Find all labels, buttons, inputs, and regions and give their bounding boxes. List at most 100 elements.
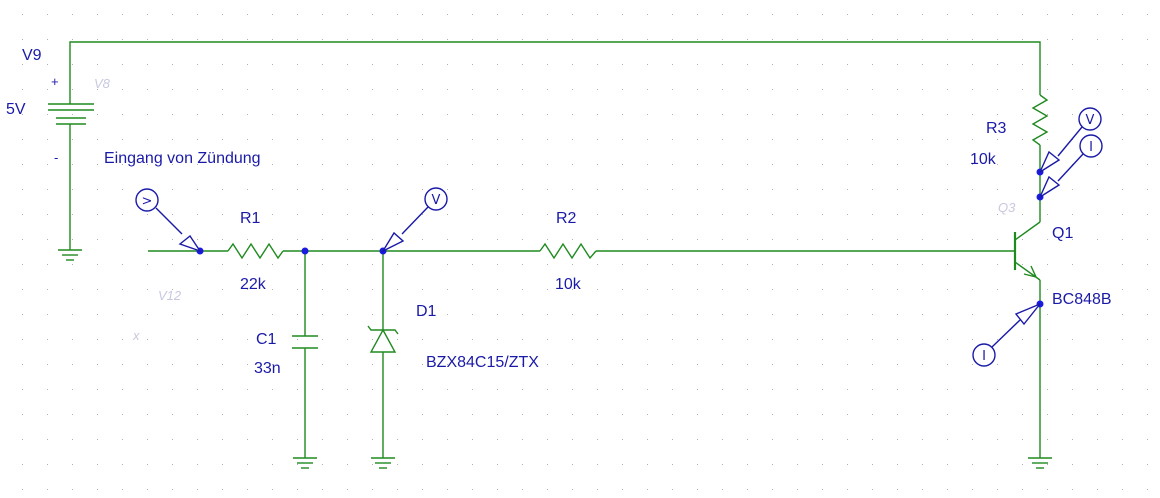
- grid-dot: [397, 289, 398, 290]
- grid-dot: [497, 214, 498, 215]
- grid-dot: [322, 14, 323, 15]
- grid-dot: [847, 489, 848, 490]
- grid-dot: [622, 439, 623, 440]
- grid-dot: [547, 214, 548, 215]
- grid-dot: [222, 389, 223, 390]
- grid-dot: [122, 14, 123, 15]
- resistor-r1[interactable]: [227, 242, 284, 260]
- grid-dot: [872, 389, 873, 390]
- resistor-r3[interactable]: [1031, 94, 1049, 146]
- grid-dot: [722, 164, 723, 165]
- transistor-q1[interactable]: [1013, 221, 1041, 281]
- grid-dot: [647, 39, 648, 40]
- grid-dot: [1122, 489, 1123, 490]
- grid-dot: [947, 364, 948, 365]
- grid-dot: [922, 114, 923, 115]
- grid-dot: [1072, 114, 1073, 115]
- grid-dot: [422, 439, 423, 440]
- grid-dot: [72, 489, 73, 490]
- grid-dot: [1047, 264, 1048, 265]
- grid-dot: [747, 289, 748, 290]
- battery-v9[interactable]: [48, 77, 94, 130]
- grid-dot: [22, 89, 23, 90]
- grid-dot: [872, 114, 873, 115]
- grid-dot: [997, 439, 998, 440]
- c1-value: 33n: [254, 360, 281, 377]
- grid-dot: [72, 314, 73, 315]
- grid-dot: [447, 164, 448, 165]
- grid-dot: [872, 264, 873, 265]
- voltage-probe[interactable]: V: [1038, 107, 1102, 174]
- grid-dot: [372, 489, 373, 490]
- grid-dot: [822, 264, 823, 265]
- grid-dot: [372, 64, 373, 65]
- grid-dot: [897, 264, 898, 265]
- grid-dot: [1122, 64, 1123, 65]
- grid-dots: [22, 14, 1148, 490]
- grid-dot: [922, 14, 923, 15]
- grid-dot: [947, 139, 948, 140]
- grid-dot: [197, 139, 198, 140]
- grid-dot: [122, 64, 123, 65]
- grid-dot: [672, 14, 673, 15]
- grid-dot: [747, 114, 748, 115]
- grid-dot: [1097, 89, 1098, 90]
- grid-dot: [422, 289, 423, 290]
- grid-dot: [697, 289, 698, 290]
- grid-dot: [222, 414, 223, 415]
- grid-dot: [1047, 464, 1048, 465]
- grid-dot: [247, 289, 248, 290]
- grid-dot: [47, 314, 48, 315]
- resistor-r2[interactable]: [539, 242, 597, 260]
- grid-dot: [772, 64, 773, 65]
- grid-dot: [597, 14, 598, 15]
- grid-dot: [22, 264, 23, 265]
- grid-dot: [147, 114, 148, 115]
- grid-dot: [772, 164, 773, 165]
- grid-dot: [97, 389, 98, 390]
- grid-dot: [272, 114, 273, 115]
- grid-dot: [822, 139, 823, 140]
- voltage-probe[interactable]: V: [381, 187, 448, 253]
- grid-dot: [1147, 64, 1148, 65]
- grid-dot: [222, 364, 223, 365]
- current-probe[interactable]: I: [1038, 134, 1103, 199]
- grid-dot: [522, 314, 523, 315]
- grid-dot: [1122, 289, 1123, 290]
- grid-dot: [397, 439, 398, 440]
- grid-dot: [847, 214, 848, 215]
- grid-dot: [322, 114, 323, 115]
- grid-dot: [422, 264, 423, 265]
- grid-dot: [47, 264, 48, 265]
- grid-dot: [97, 14, 98, 15]
- grid-dot: [197, 289, 198, 290]
- grid-dot: [597, 339, 598, 340]
- grid-dot: [472, 464, 473, 465]
- grid-dot: [797, 489, 798, 490]
- current-probe[interactable]: I: [972, 303, 1041, 367]
- grid-dot: [472, 114, 473, 115]
- junction-node: [301, 247, 309, 255]
- capacitor-c1[interactable]: [292, 335, 318, 349]
- grid-dot: [322, 489, 323, 490]
- grid-dot: [322, 89, 323, 90]
- grid-dot: [822, 214, 823, 215]
- grid-dot: [172, 314, 173, 315]
- grid-dot: [1097, 314, 1098, 315]
- grid-dot: [447, 314, 448, 315]
- grid-dot: [472, 239, 473, 240]
- source-name: V9: [22, 47, 42, 64]
- grid-dot: [847, 14, 848, 15]
- grid-dot: [72, 214, 73, 215]
- grid-dot: [672, 214, 673, 215]
- input-probe[interactable]: >: [135, 188, 202, 253]
- grid-dot: [847, 364, 848, 365]
- grid-dot: [972, 289, 973, 290]
- grid-dot: [947, 414, 948, 415]
- grid-dot: [572, 214, 573, 215]
- grid-dot: [672, 464, 673, 465]
- grid-dot: [172, 39, 173, 40]
- zener-diode-d1[interactable]: [367, 325, 399, 353]
- grid-dot: [297, 339, 298, 340]
- grid-dot: [247, 14, 248, 15]
